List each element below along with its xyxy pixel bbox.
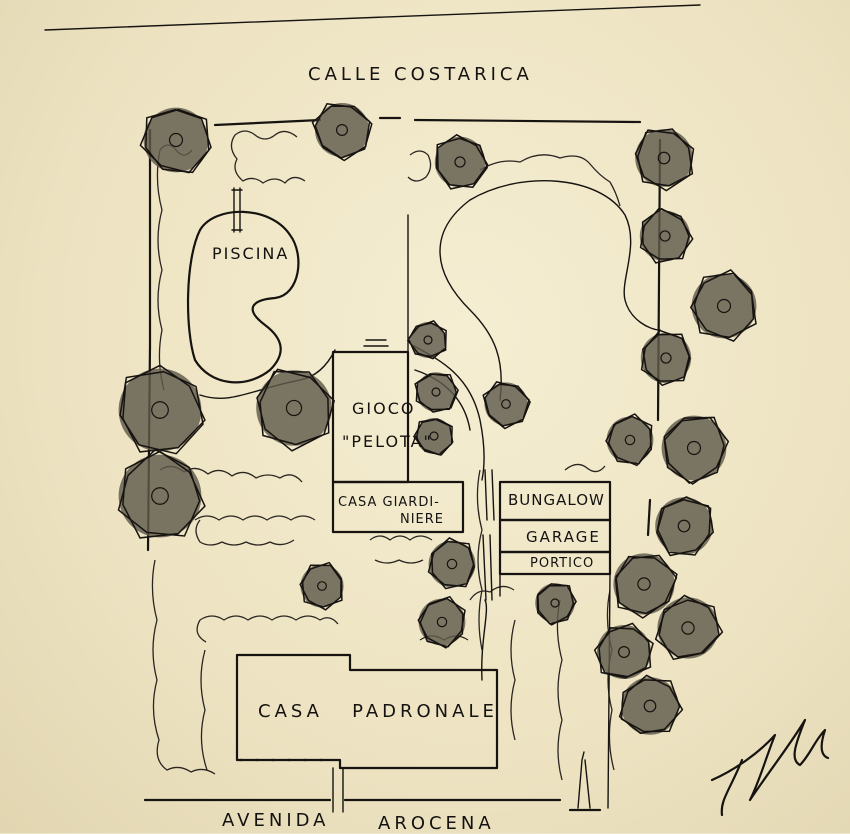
tree-symbol xyxy=(434,133,489,190)
portico-label: PORTICO xyxy=(530,556,595,571)
hedges xyxy=(151,130,621,781)
tree-symbol xyxy=(414,372,459,413)
south-street-label-left: AVENIDA xyxy=(222,810,330,831)
garage-label: GARAGE xyxy=(526,528,601,546)
top-rule-line xyxy=(44,4,701,31)
trees-group xyxy=(117,102,757,735)
tree-symbol xyxy=(634,128,695,192)
gardener-label-line1: CASA GIARDI- xyxy=(338,495,440,510)
tree-symbol xyxy=(655,496,715,557)
tree-symbol xyxy=(605,413,654,467)
tree-symbol xyxy=(139,107,212,174)
tree-symbol xyxy=(689,268,757,342)
court-label-line2: "PELOTA" xyxy=(342,432,433,451)
tree-symbol xyxy=(654,594,724,661)
tree-symbol xyxy=(118,364,206,455)
tree-symbol xyxy=(618,674,684,735)
tree-symbol xyxy=(299,561,344,611)
tree-symbol xyxy=(482,381,531,430)
north-street-label: CALLE COSTARICA xyxy=(308,64,533,85)
tree-symbol xyxy=(593,622,654,679)
south-street-label-right: AROCENA xyxy=(378,813,495,834)
service-buildings xyxy=(498,480,612,809)
architect-signature xyxy=(710,718,830,817)
tree-symbol xyxy=(640,329,692,387)
tree-symbol xyxy=(311,102,373,162)
tree-symbol xyxy=(117,448,206,539)
tree-symbol xyxy=(427,536,476,590)
swimming-pool xyxy=(186,187,300,384)
court-label-line1: GIOCO xyxy=(352,399,416,418)
bungalow-label: BUNGALOW xyxy=(508,491,605,509)
tree-symbol xyxy=(639,207,694,264)
tree-symbol xyxy=(412,418,454,456)
main-house xyxy=(235,653,499,813)
main-house-label: CASA PADRONALE xyxy=(258,701,498,722)
tree-symbol xyxy=(613,553,678,619)
gardener-label-line2: NIERE xyxy=(400,512,445,527)
tree-symbol xyxy=(417,595,466,649)
tree-symbol xyxy=(661,415,730,485)
gardener-house xyxy=(331,480,465,534)
tree-symbol xyxy=(535,583,577,626)
tree-symbol xyxy=(406,320,447,360)
tree-symbol xyxy=(256,368,336,452)
pool-label: PISCINA xyxy=(212,244,290,263)
